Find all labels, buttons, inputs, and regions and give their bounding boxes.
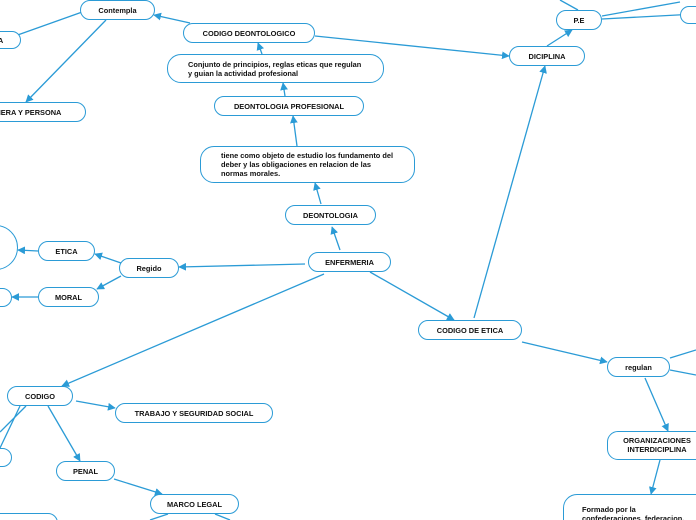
- node-a-partial[interactable]: A: [0, 31, 21, 49]
- node-bottom-left-partial[interactable]: [0, 513, 58, 520]
- node-codigo[interactable]: CODIGO: [7, 386, 73, 406]
- node-codigo-de-etica[interactable]: CODIGO DE ETICA: [418, 320, 522, 340]
- node-conjunto-de-principios[interactable]: Conjunto de principios, reglas eticas qu…: [167, 54, 384, 83]
- connector-line: [25, 19, 107, 103]
- connector-line: [601, 1, 681, 17]
- connector-line: [75, 400, 116, 411]
- node-label: ENFERMERIA: [325, 257, 374, 267]
- connector-line: [113, 478, 163, 496]
- node-label: Regido: [136, 263, 162, 273]
- node-label: DEONTOLOGIA: [303, 210, 358, 220]
- connector-line: [369, 271, 455, 321]
- connector-line: [313, 182, 322, 205]
- node-trabajo-y-seguridad-social[interactable]: TRABAJO Y SEGURIDAD SOCIAL: [115, 403, 273, 423]
- connector-line: [0, 405, 21, 449]
- node-label: P.E: [573, 15, 585, 25]
- connector-line: [473, 65, 547, 319]
- connector-line: [521, 341, 608, 365]
- node-deontologia[interactable]: DEONTOLOGIA: [285, 205, 376, 225]
- node-label: tiene como objeto de estudio los fundame…: [221, 151, 394, 178]
- node-label: Formado por la confederaciones, federaci…: [582, 505, 685, 520]
- connector-line: [178, 262, 306, 271]
- node-diciplina[interactable]: DICIPLINA: [509, 46, 585, 66]
- node-label: CODIGO: [25, 391, 55, 401]
- node-label: MORAL: [54, 292, 83, 302]
- node-organizaciones-interdiciplina[interactable]: ORGANIZACIONES INTERDICIPLINA: [607, 431, 696, 460]
- node-codigo-deontologico[interactable]: CODIGO DEONTOLOGICO: [183, 23, 315, 43]
- connector-line: [330, 226, 341, 251]
- node-tiene-como-objeto[interactable]: tiene como objeto de estudio los fundame…: [200, 146, 415, 183]
- connector-line: [669, 349, 696, 359]
- node-label: TRABAJO Y SEGURIDAD SOCIAL: [134, 408, 254, 418]
- node-regulan[interactable]: regulan: [607, 357, 670, 377]
- node-pe-right-partial[interactable]: [680, 6, 696, 24]
- connector-line: [280, 82, 288, 97]
- node-enfermeria[interactable]: ENFERMERIA: [308, 252, 391, 272]
- node-label: CODIGO DE ETICA: [436, 325, 504, 335]
- node-contempla[interactable]: Contempla: [80, 0, 155, 20]
- connector-line: [149, 513, 169, 520]
- node-label: Conjunto de principios, reglas eticas qu…: [188, 59, 362, 78]
- node-label: Contempla: [98, 5, 137, 15]
- node-label: DICIPLINA: [528, 51, 566, 61]
- node-label: MARCO LEGAL: [166, 499, 222, 509]
- node-mera-y-persona[interactable]: MERA Y PERSONA: [0, 102, 86, 122]
- connector-line: [96, 275, 122, 290]
- node-pe[interactable]: P.E: [556, 10, 602, 30]
- connector-line: [290, 115, 298, 147]
- node-label: CODIGO DEONTOLOGICO: [202, 28, 296, 38]
- node-formado-por[interactable]: Formado por la confederaciones, federaci…: [563, 494, 696, 520]
- connector-line: [649, 459, 661, 495]
- node-label: PENAL: [72, 466, 99, 476]
- connector-line: [61, 273, 325, 387]
- node-penal[interactable]: PENAL: [56, 461, 115, 481]
- connector-line: [47, 405, 81, 462]
- connector-line: [17, 246, 39, 255]
- node-moral[interactable]: MORAL: [38, 287, 99, 307]
- node-deontologia-profesional[interactable]: DEONTOLOGIA PROFESIONAL: [214, 96, 364, 116]
- connector-line: [546, 29, 573, 47]
- connector-line: [0, 405, 27, 433]
- node-label: DEONTOLOGIA PROFESIONAL: [233, 101, 345, 111]
- node-label: MERA Y PERSONA: [0, 107, 62, 117]
- connector-line: [94, 252, 122, 264]
- connector-line: [559, 0, 579, 11]
- connector-line: [644, 377, 669, 432]
- connector-line: [256, 42, 265, 55]
- connector-line: [153, 12, 191, 24]
- connector-line: [669, 369, 696, 376]
- node-etica[interactable]: ETICA: [38, 241, 95, 261]
- node-regido[interactable]: Regido: [119, 258, 179, 278]
- node-label: regulan: [625, 362, 652, 372]
- node-marco-legal[interactable]: MARCO LEGAL: [150, 494, 239, 514]
- node-label: ORGANIZACIONES INTERDICIPLINA: [623, 436, 691, 454]
- connector-line: [11, 10, 86, 38]
- node-label: A: [0, 35, 4, 45]
- node-label: ETICA: [55, 246, 78, 256]
- connector-line: [314, 35, 510, 60]
- connector-line: [214, 513, 231, 520]
